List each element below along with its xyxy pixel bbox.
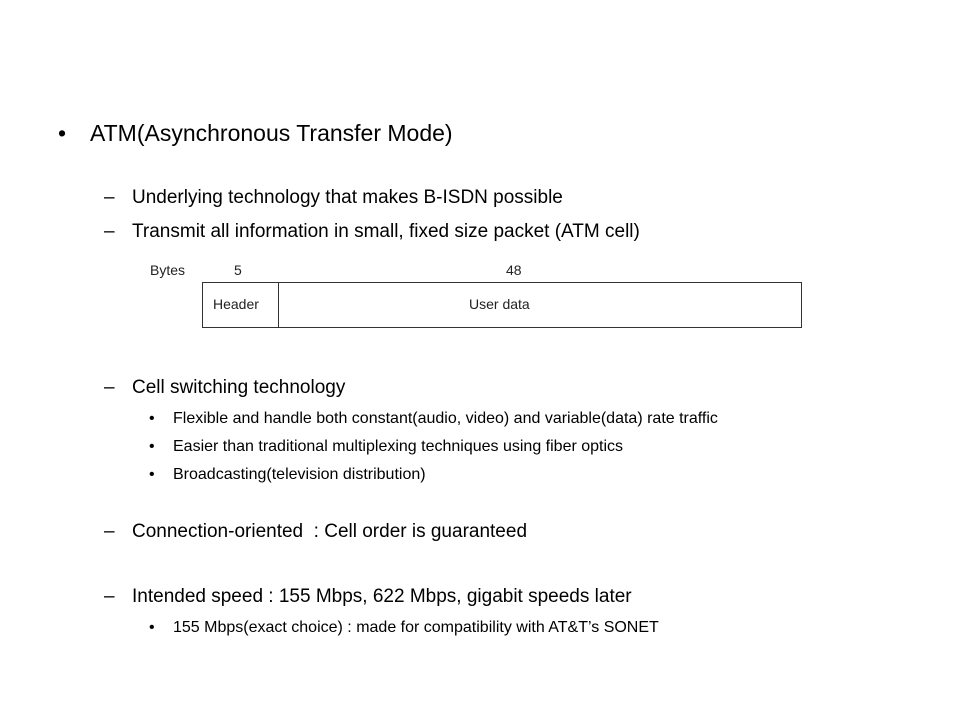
atm-cell-diagram: Bytes 5 48 Header User data bbox=[150, 262, 810, 337]
bullet-marker: • bbox=[149, 438, 155, 455]
bullet-marker: • bbox=[149, 410, 155, 427]
slide-heading: ATM(Asynchronous Transfer Mode) bbox=[90, 120, 453, 146]
header-field-label: Header bbox=[213, 296, 259, 312]
sub-item: 155 Mbps(exact choice) : made for compat… bbox=[173, 619, 659, 636]
bullet-marker: • bbox=[58, 120, 67, 146]
atm-cell-box: Header User data bbox=[202, 282, 802, 328]
cell-switching-title: Cell switching technology bbox=[132, 377, 346, 398]
dash-marker: – bbox=[104, 221, 115, 242]
dash-marker: – bbox=[104, 187, 115, 208]
sub-item: Flexible and handle both constant(audio,… bbox=[173, 410, 718, 427]
sub-item: Easier than traditional multiplexing tec… bbox=[173, 438, 624, 455]
dash-marker: – bbox=[104, 521, 115, 542]
dash-marker: – bbox=[104, 586, 115, 607]
speed-title: Intended speed : 155 Mbps, 622 Mbps, gig… bbox=[132, 586, 632, 607]
sub-item: Broadcasting(television distribution) bbox=[173, 466, 426, 483]
bullet-marker: • bbox=[149, 619, 155, 636]
header-size-label: 5 bbox=[234, 262, 242, 278]
connection-item: Connection-oriented : Cell order is guar… bbox=[132, 521, 528, 542]
dash-marker: – bbox=[104, 377, 115, 398]
payload-field-label: User data bbox=[469, 296, 530, 312]
payload-size-label: 48 bbox=[506, 262, 522, 278]
list-item: Underlying technology that makes B-ISDN … bbox=[132, 187, 563, 208]
field-divider bbox=[278, 283, 279, 327]
list-item: Transmit all information in small, fixed… bbox=[132, 221, 640, 242]
bullet-marker: • bbox=[149, 466, 155, 483]
diagram-unit-label: Bytes bbox=[150, 262, 186, 278]
